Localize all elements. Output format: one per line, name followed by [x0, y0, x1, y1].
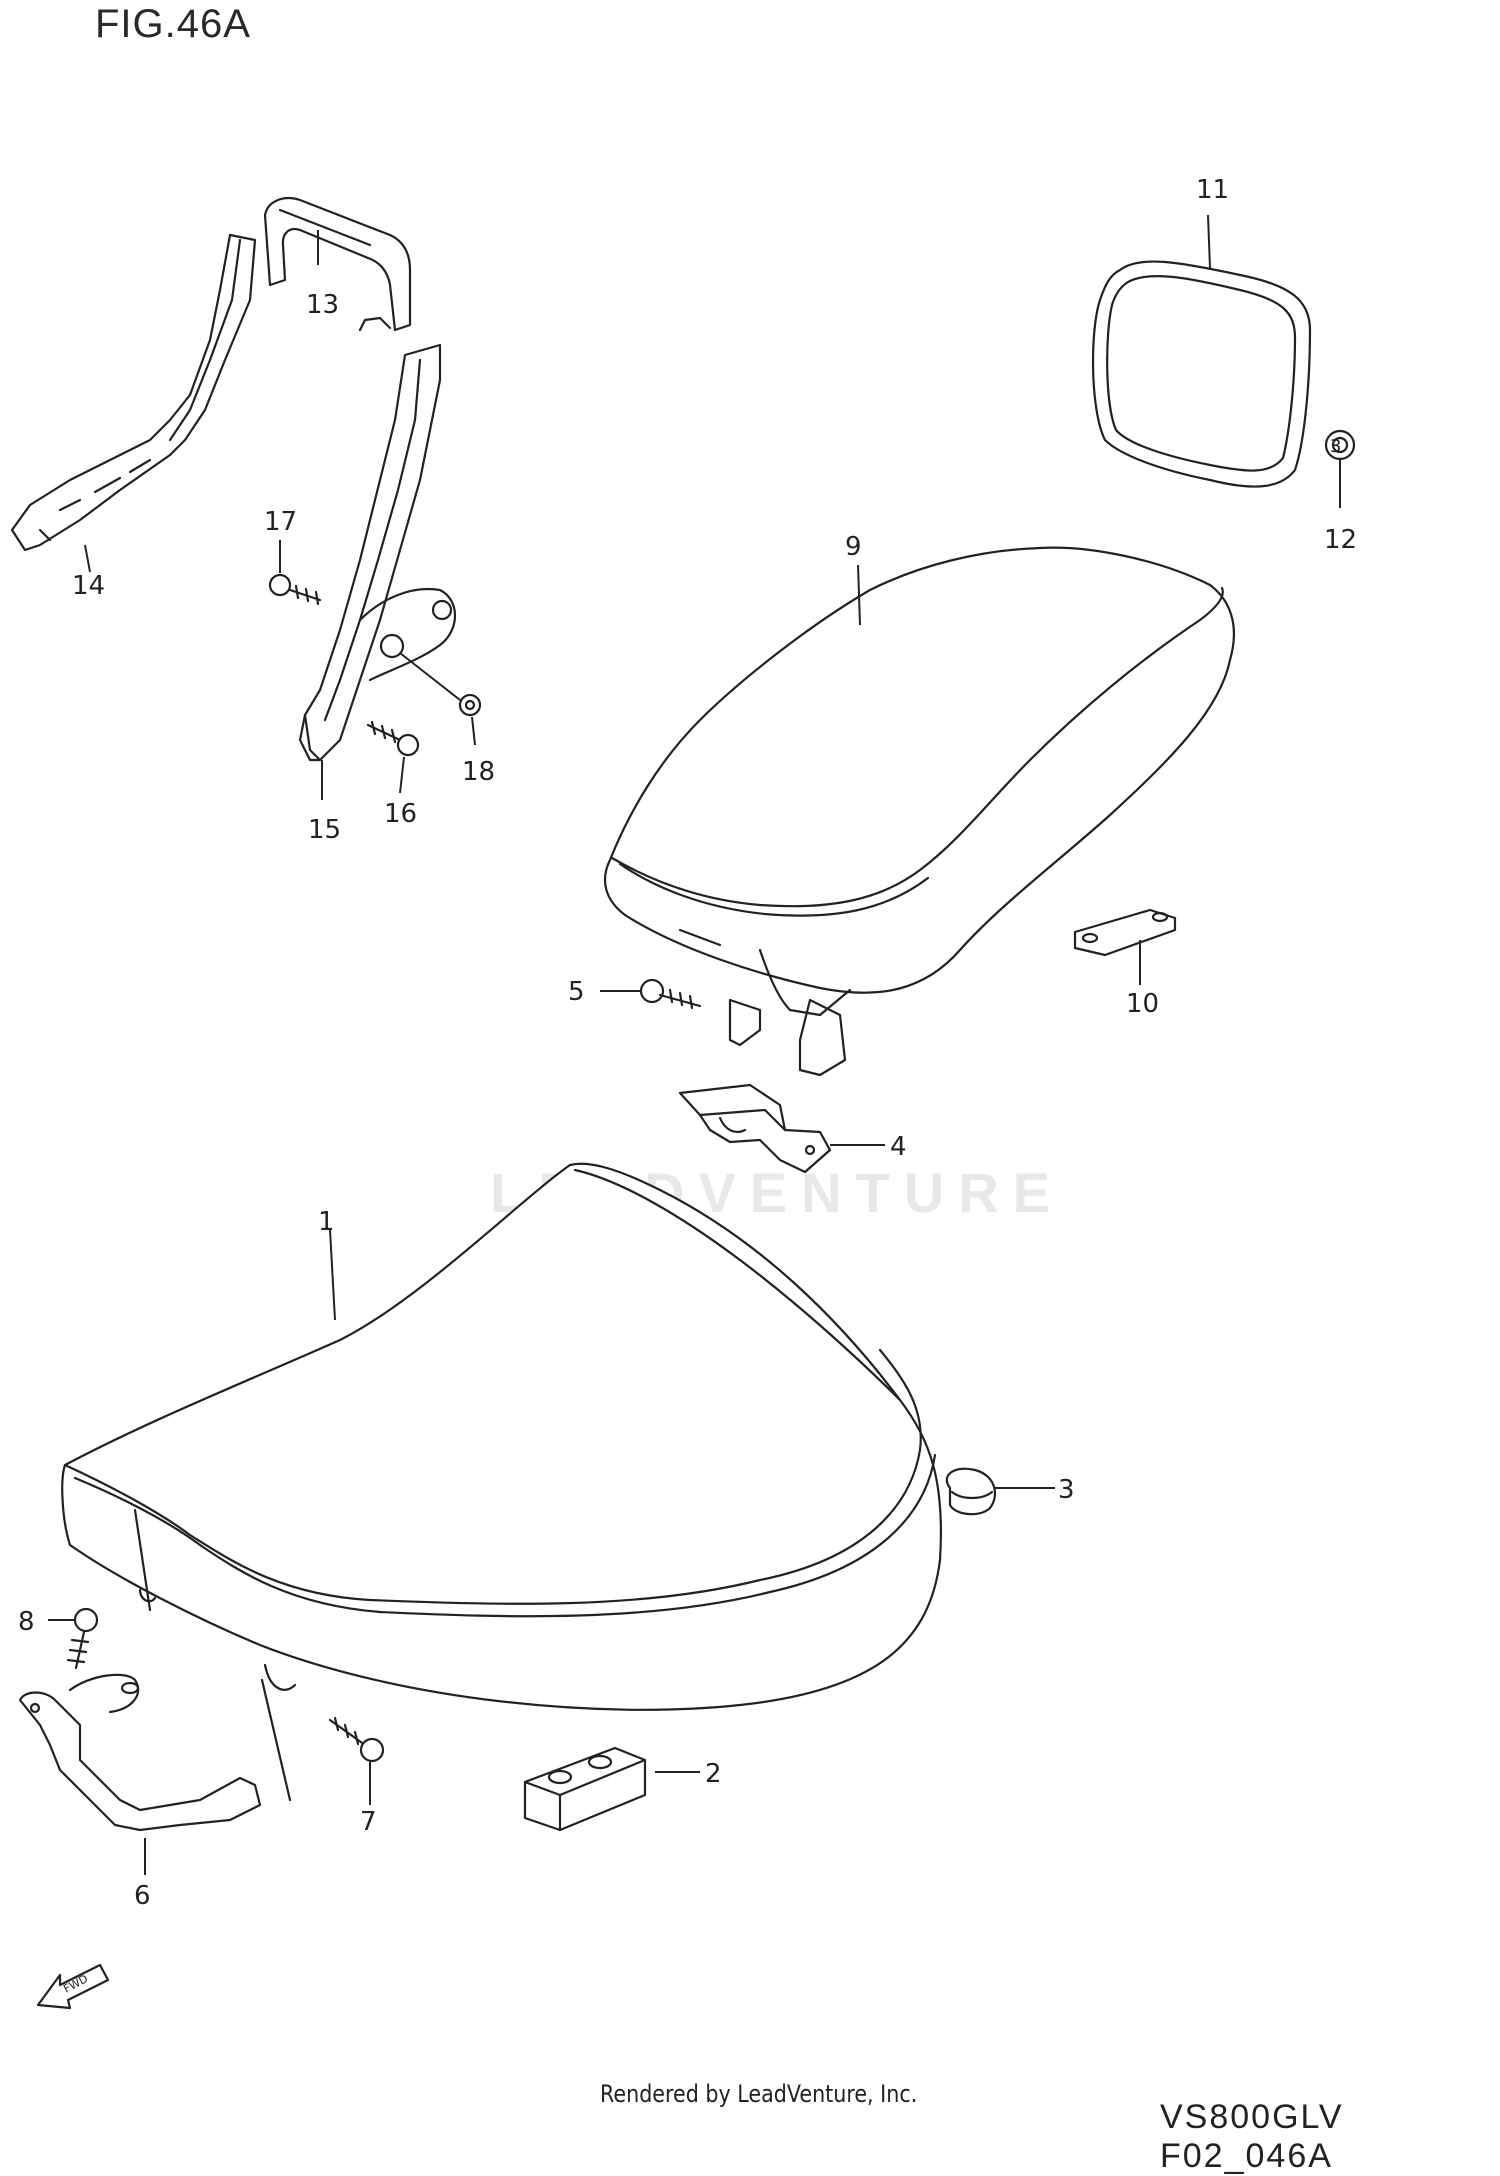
- seat-damper-block-part[interactable]: [523, 1746, 647, 1832]
- callout-18: 18: [462, 757, 495, 787]
- callout-5: 5: [568, 977, 585, 1007]
- fwd-arrow-icon: FWD: [36, 1963, 110, 2010]
- callout-3-upper: 3: [1330, 436, 1341, 457]
- callout-7: 7: [360, 1807, 377, 1837]
- bolt-part-8[interactable]: [66, 1607, 99, 1670]
- callout-3-lower: 3: [1058, 1475, 1075, 1505]
- callout-2: 2: [705, 1759, 722, 1789]
- cushion-part-lower[interactable]: [945, 1467, 997, 1516]
- footer-diagram-code: VS800GLV F02_046A: [1160, 2098, 1344, 2175]
- callout-9: 9: [845, 532, 862, 562]
- left-side-stay-part[interactable]: [10, 233, 257, 552]
- callout-1: 1: [318, 1207, 335, 1237]
- callout-17: 17: [264, 507, 297, 537]
- front-seat-part[interactable]: [61, 1162, 943, 1802]
- seat-bracket-part[interactable]: [18, 1673, 262, 1832]
- bolt-part-7[interactable]: [328, 1716, 385, 1763]
- callout-labels: 1 2 3 3 4 5 6 7 8 9 10 11 12 13 14 15 16…: [18, 175, 1357, 1911]
- backrest-frame-part[interactable]: [263, 197, 412, 332]
- callout-6: 6: [134, 1881, 151, 1911]
- diagram-stage: FIG.46A LEADVENTURE: [10, 2, 1357, 2175]
- pillion-bracket-part[interactable]: [678, 1083, 832, 1174]
- callout-16: 16: [384, 799, 417, 829]
- footer-rendered-by: Rendered by LeadVenture, Inc.: [600, 2080, 918, 2108]
- callout-12: 12: [1324, 525, 1357, 555]
- callout-15: 15: [308, 815, 341, 845]
- bolt-part-17[interactable]: [268, 573, 322, 606]
- parts-drawing: 1 2 3 3 4 5 6 7 8 9 10 11 12 13 14 15 16…: [10, 175, 1357, 2010]
- callout-10: 10: [1126, 989, 1159, 1019]
- nut-part-18[interactable]: [458, 693, 482, 717]
- callout-11: 11: [1196, 175, 1229, 205]
- nut-part-12[interactable]: [1324, 429, 1356, 461]
- plate-part-10[interactable]: [1073, 908, 1177, 957]
- backrest-pad-part[interactable]: [1091, 260, 1312, 488]
- figure-title: FIG.46A: [95, 2, 251, 46]
- leader-lines: [48, 214, 1341, 1875]
- callout-4: 4: [890, 1132, 907, 1162]
- right-side-stay-part[interactable]: [298, 343, 456, 762]
- callout-14: 14: [72, 571, 105, 601]
- bolt-part-16[interactable]: [366, 720, 420, 757]
- callout-13: 13: [306, 290, 339, 320]
- pillion-seat-part[interactable]: [603, 546, 1235, 1077]
- bolt-part-5[interactable]: [639, 978, 702, 1010]
- callout-8: 8: [18, 1607, 35, 1637]
